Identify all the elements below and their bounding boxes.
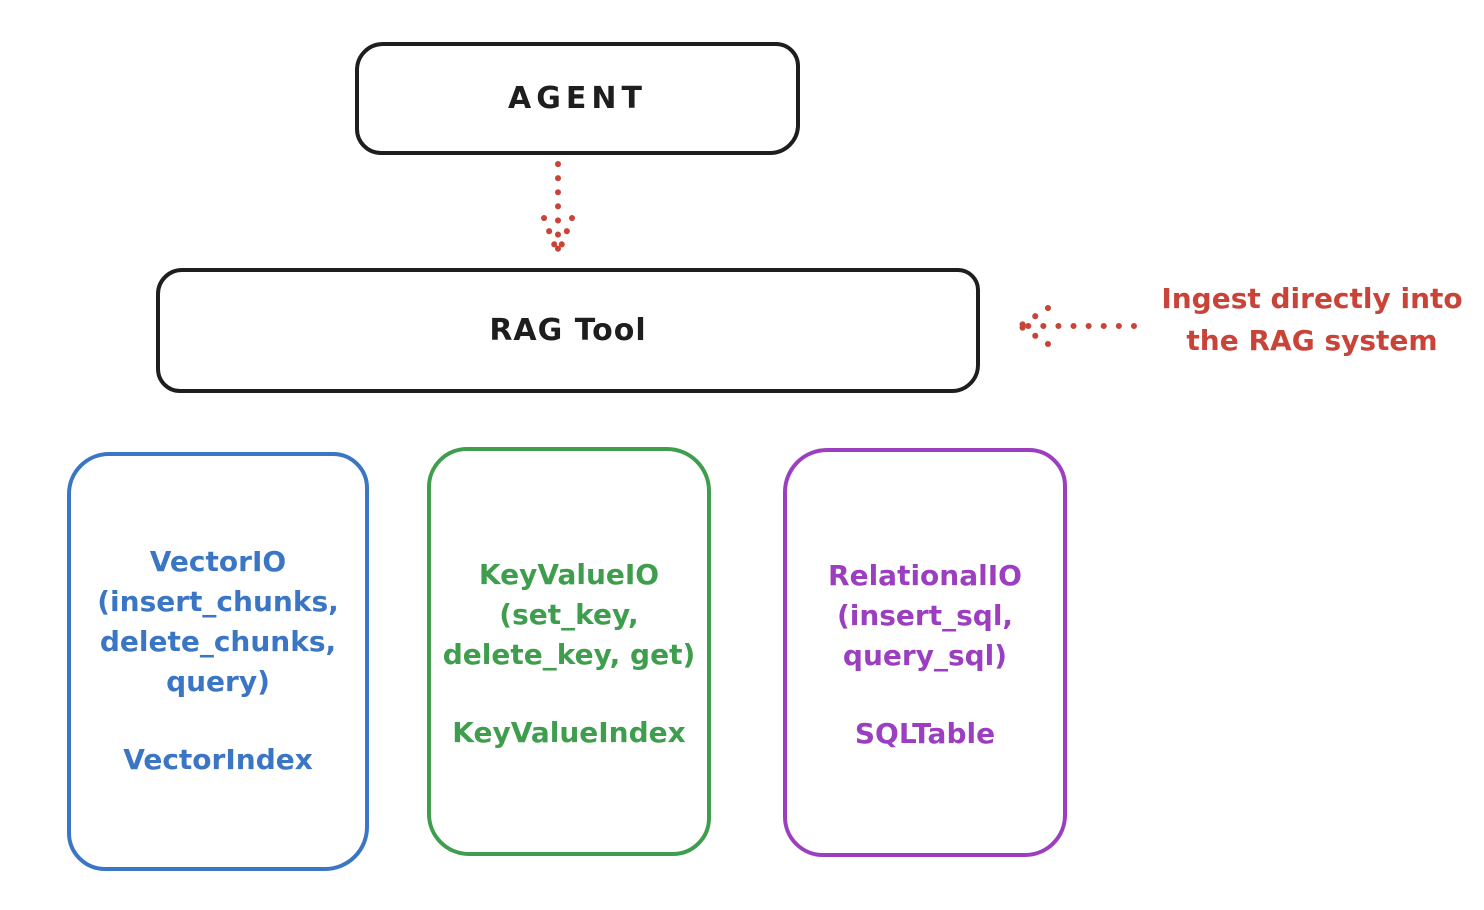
keyvalue-io-param: delete_key, get) — [442, 638, 696, 671]
vector-io-index-label: VectorIndex — [123, 743, 313, 776]
keyvalue-io-node: KeyValueIO (set_key, delete_key, get) Ke… — [427, 447, 711, 856]
agent-to-rag-arrow-icon — [541, 161, 575, 257]
ingest-annotation: Ingest directly into the RAG system — [1140, 278, 1484, 362]
agent-node-label: AGENT — [508, 81, 647, 116]
rag-tool-node: RAG Tool — [156, 268, 980, 393]
agent-node: AGENT — [355, 42, 800, 155]
vector-io-node: VectorIO (insert_chunks, delete_chunks, … — [67, 452, 369, 871]
rag-tool-node-label: RAG Tool — [489, 313, 647, 348]
relational-io-title: RelationalIO — [828, 559, 1022, 592]
relational-io-node: RelationalIO (insert_sql, query_sql) SQL… — [783, 448, 1067, 857]
vector-io-param: query) — [166, 665, 270, 698]
vector-io-param: (insert_chunks, — [97, 585, 339, 618]
relational-io-index-label: SQLTable — [854, 717, 996, 750]
vector-io-param: delete_chunks, — [99, 625, 337, 658]
keyvalue-io-param: (set_key, — [499, 598, 639, 631]
relational-io-param: (insert_sql, — [836, 599, 1014, 632]
annotation-to-rag-arrow-icon — [1017, 305, 1137, 347]
keyvalue-io-title: KeyValueIO — [478, 558, 660, 591]
relational-io-param: query_sql) — [842, 639, 1008, 672]
vector-io-title: VectorIO — [149, 545, 287, 578]
ingest-annotation-line2: the RAG system — [1186, 324, 1438, 357]
keyvalue-io-index-label: KeyValueIndex — [452, 716, 686, 749]
ingest-annotation-line1: Ingest directly into — [1161, 282, 1463, 315]
